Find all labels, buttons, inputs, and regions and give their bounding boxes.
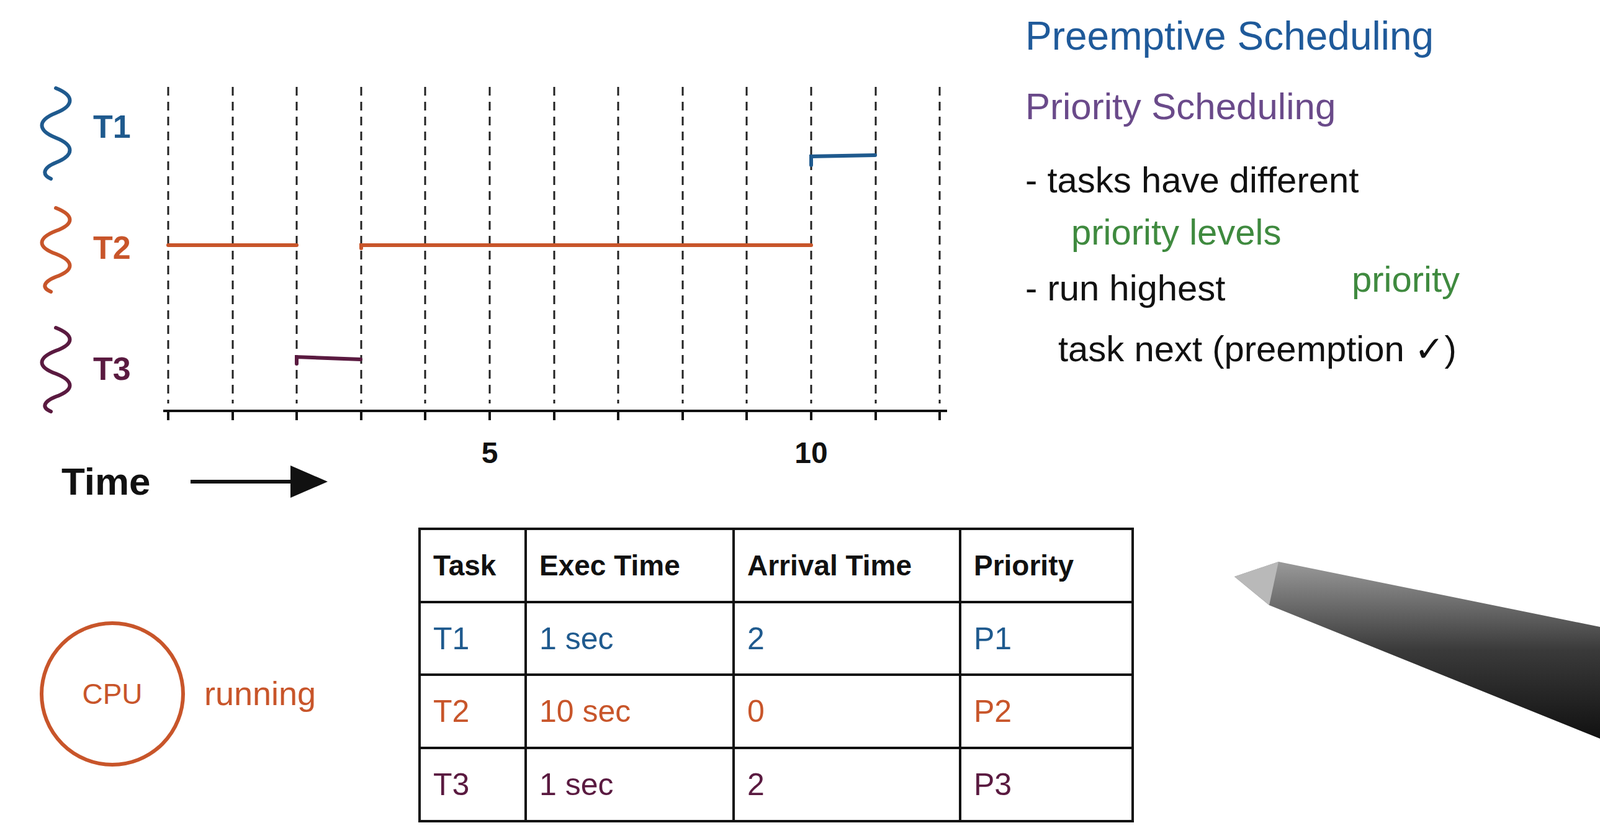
table-cell: 0 [747, 694, 765, 729]
note-heading: Priority Scheduling [1025, 86, 1336, 128]
table-cell: T3 [433, 767, 470, 802]
table-grid [419, 528, 1133, 822]
cpu-circle: CPU [39, 620, 186, 768]
table-cell: T2 [433, 694, 470, 729]
table-header: Arrival Time [747, 549, 912, 582]
table-header: Priority [973, 549, 1074, 582]
table-cell: 10 sec [539, 694, 631, 729]
table-header: Exec Time [539, 549, 681, 582]
time-axis [163, 410, 948, 421]
title: Preemptive Scheduling [1025, 14, 1434, 58]
table-cell: P1 [973, 621, 1012, 656]
note-text: priority levels [1071, 212, 1281, 252]
execution-bars [168, 155, 876, 364]
axis-tick-label: 5 [481, 436, 499, 470]
note-text: - run highest [1025, 268, 1226, 308]
table-header: Task [433, 549, 496, 582]
note-text: task next (preemption ✓) [1058, 328, 1457, 369]
time-gridlines [168, 86, 940, 404]
axis-title: Time [61, 460, 151, 503]
state-label: running [204, 675, 316, 712]
thread-name: T2 [93, 230, 131, 266]
time-arrow [190, 465, 328, 498]
thread-squiggles [42, 88, 71, 412]
table-cell: 1 sec [539, 767, 614, 802]
node-text: CPU [81, 677, 143, 711]
table-cell: 2 [747, 621, 765, 656]
table-cell: 2 [747, 767, 765, 802]
table-cell: P2 [973, 694, 1012, 729]
axis-tick-label: 10 [794, 436, 828, 470]
table-cell: P3 [973, 767, 1012, 802]
thread-name: T1 [93, 109, 131, 145]
note-text: - tasks have different [1025, 160, 1359, 200]
thread-name: T3 [93, 351, 131, 387]
note-text: priority [1351, 259, 1460, 300]
table-cell: T1 [433, 621, 470, 656]
circle-outline [41, 623, 184, 765]
pen-illustration [1234, 561, 1600, 739]
table-cell: 1 sec [539, 621, 614, 656]
